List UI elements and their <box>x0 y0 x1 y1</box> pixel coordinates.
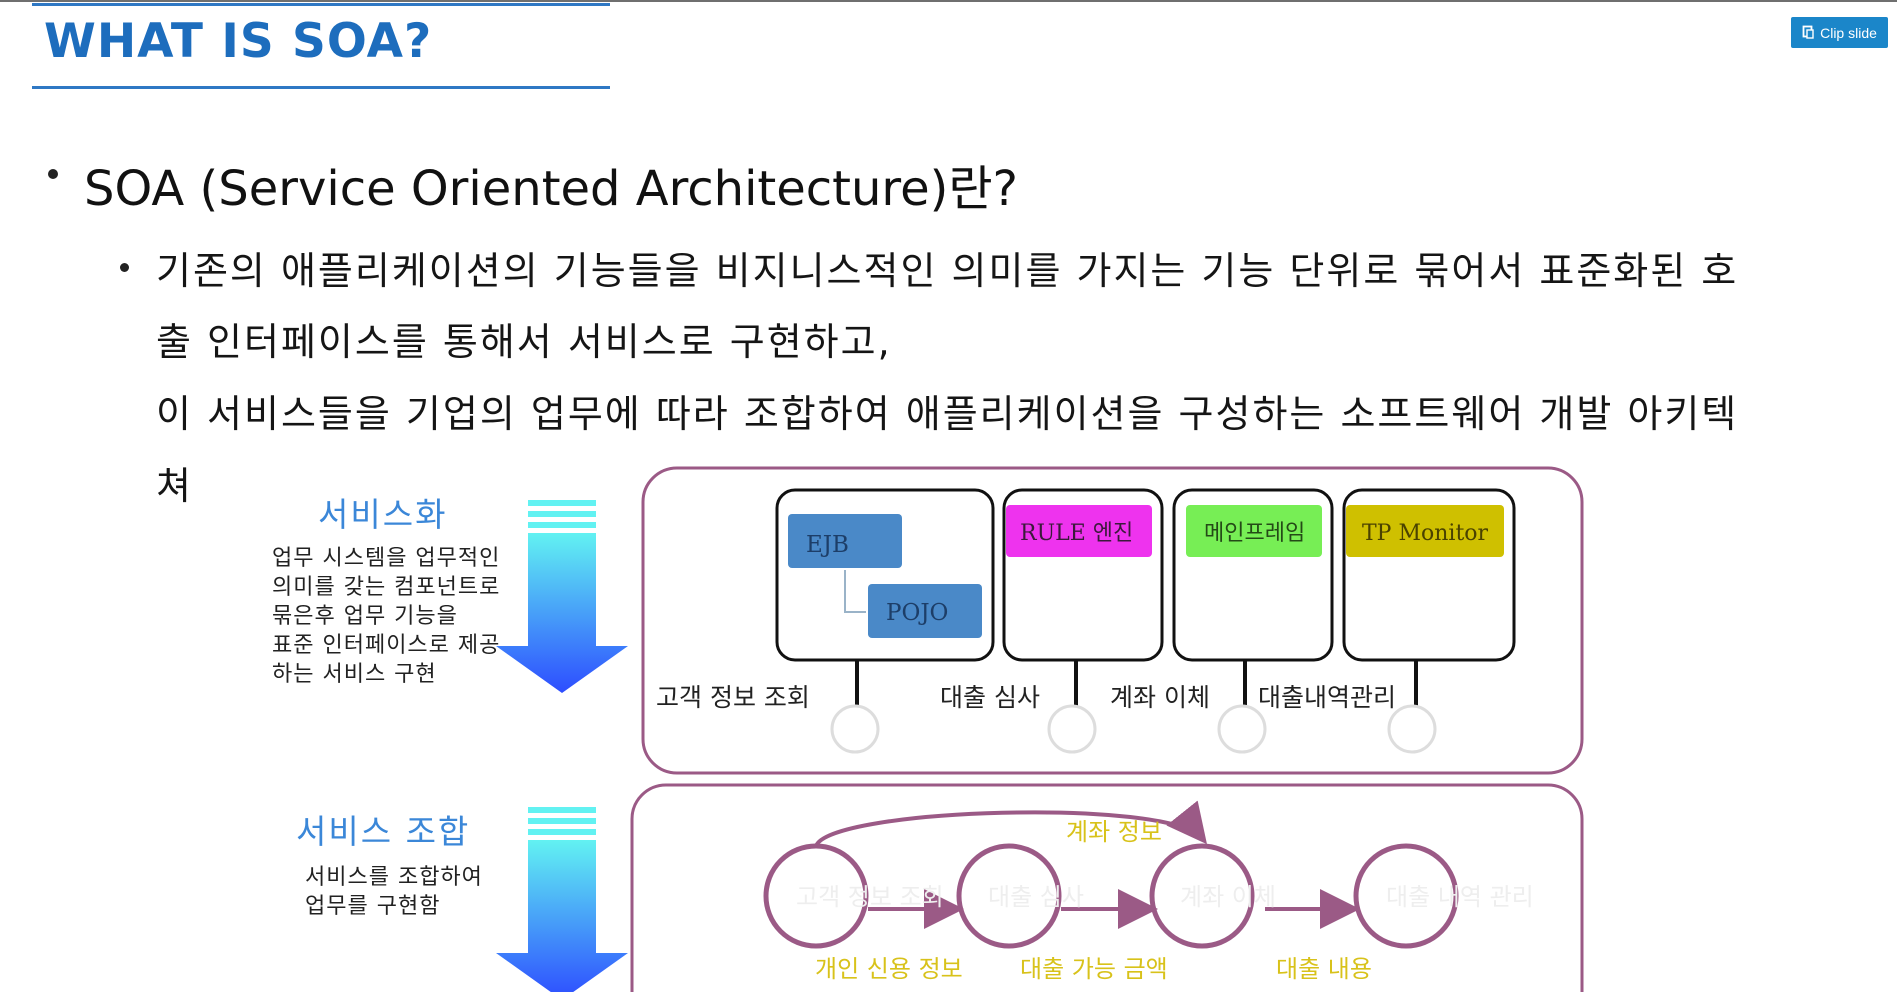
composition-title: 서비스 조합 <box>296 812 471 851</box>
servicization-arrow <box>496 500 628 693</box>
service-ports <box>830 704 1437 754</box>
service-label-loan-review: 대출 심사 <box>940 683 1040 712</box>
ejb-label: EJB <box>806 532 849 558</box>
flow-edge-label-2: 대출 가능 금액 <box>1020 955 1168 983</box>
bullet-dot <box>48 169 58 179</box>
ejb-pojo-link <box>844 570 866 613</box>
top-border <box>0 0 1897 2</box>
flow-node-transfer: 계좌 이체 <box>1180 883 1276 911</box>
composition-description: 서비스를 조합하여 업무를 구현함 <box>305 865 483 919</box>
servicization-title: 서비스화 <box>318 495 448 534</box>
rule-box <box>1006 505 1152 557</box>
main-bullet-text: SOA (Service Oriented Architecture)란? <box>84 161 1018 217</box>
service-label-customer: 고객 정보 조회 <box>656 683 810 712</box>
flow-node-customer: 고객 정보 조회 <box>796 883 944 911</box>
servicization-frame <box>641 466 1584 775</box>
sub-bullet-dot <box>120 263 129 272</box>
slide-title: WHAT IS SOA? <box>44 14 433 69</box>
flow-edges <box>814 800 1360 929</box>
definition-line-1: 기존의 애플리케이션의 기능들을 비지니스적인 의미를 가지는 기능 단위로 묶… <box>156 249 1739 293</box>
pojo-box <box>868 584 982 638</box>
clip-slide-button[interactable]: Clip slide <box>1791 17 1888 48</box>
flow-edge-label-3: 대출 내용 <box>1276 955 1372 983</box>
flow-edge-label-1: 개인 신용 정보 <box>815 955 963 983</box>
tp-box <box>1346 505 1504 557</box>
flow-node-loan-review: 대출 심사 <box>988 883 1084 911</box>
composition-frame <box>630 783 1584 992</box>
service-label-transfer: 계좌 이체 <box>1110 683 1210 712</box>
pojo-label: POJO <box>886 600 948 626</box>
servicization-description: 업무 시스템을 업무적인 의미를 갖는 컴포넌트로 묶은후 업무 기능을 표준 … <box>272 546 501 687</box>
service-label-loan-history: 대출내역관리 <box>1258 683 1396 712</box>
definition-line-3: 이 서비스들을 기업의 업무에 따라 조합하여 애플리케이션을 구성하는 소프트… <box>156 392 1739 436</box>
ejb-box <box>788 514 902 568</box>
title-rule-top <box>32 3 610 6</box>
tp-label: TP Monitor <box>1362 521 1489 546</box>
composition-arrow <box>496 807 628 992</box>
definition-line-2: 출 인터페이스를 통해서 서비스로 구현하고, <box>156 320 892 364</box>
mainframe-box <box>1186 505 1322 557</box>
title-rule-bottom <box>32 86 610 89</box>
clip-icon <box>1802 25 1814 39</box>
definition-line-4: 쳐 <box>156 464 193 508</box>
clip-slide-label: Clip slide <box>1820 24 1877 41</box>
mainframe-label: 메인프레임 <box>1204 521 1305 546</box>
rule-label: RULE 엔진 <box>1020 521 1133 546</box>
flow-top-label: 계좌 정보 <box>1066 818 1162 846</box>
flow-node-loan-history: 대출 내역 관리 <box>1386 883 1534 911</box>
service-stubs <box>855 660 1418 706</box>
